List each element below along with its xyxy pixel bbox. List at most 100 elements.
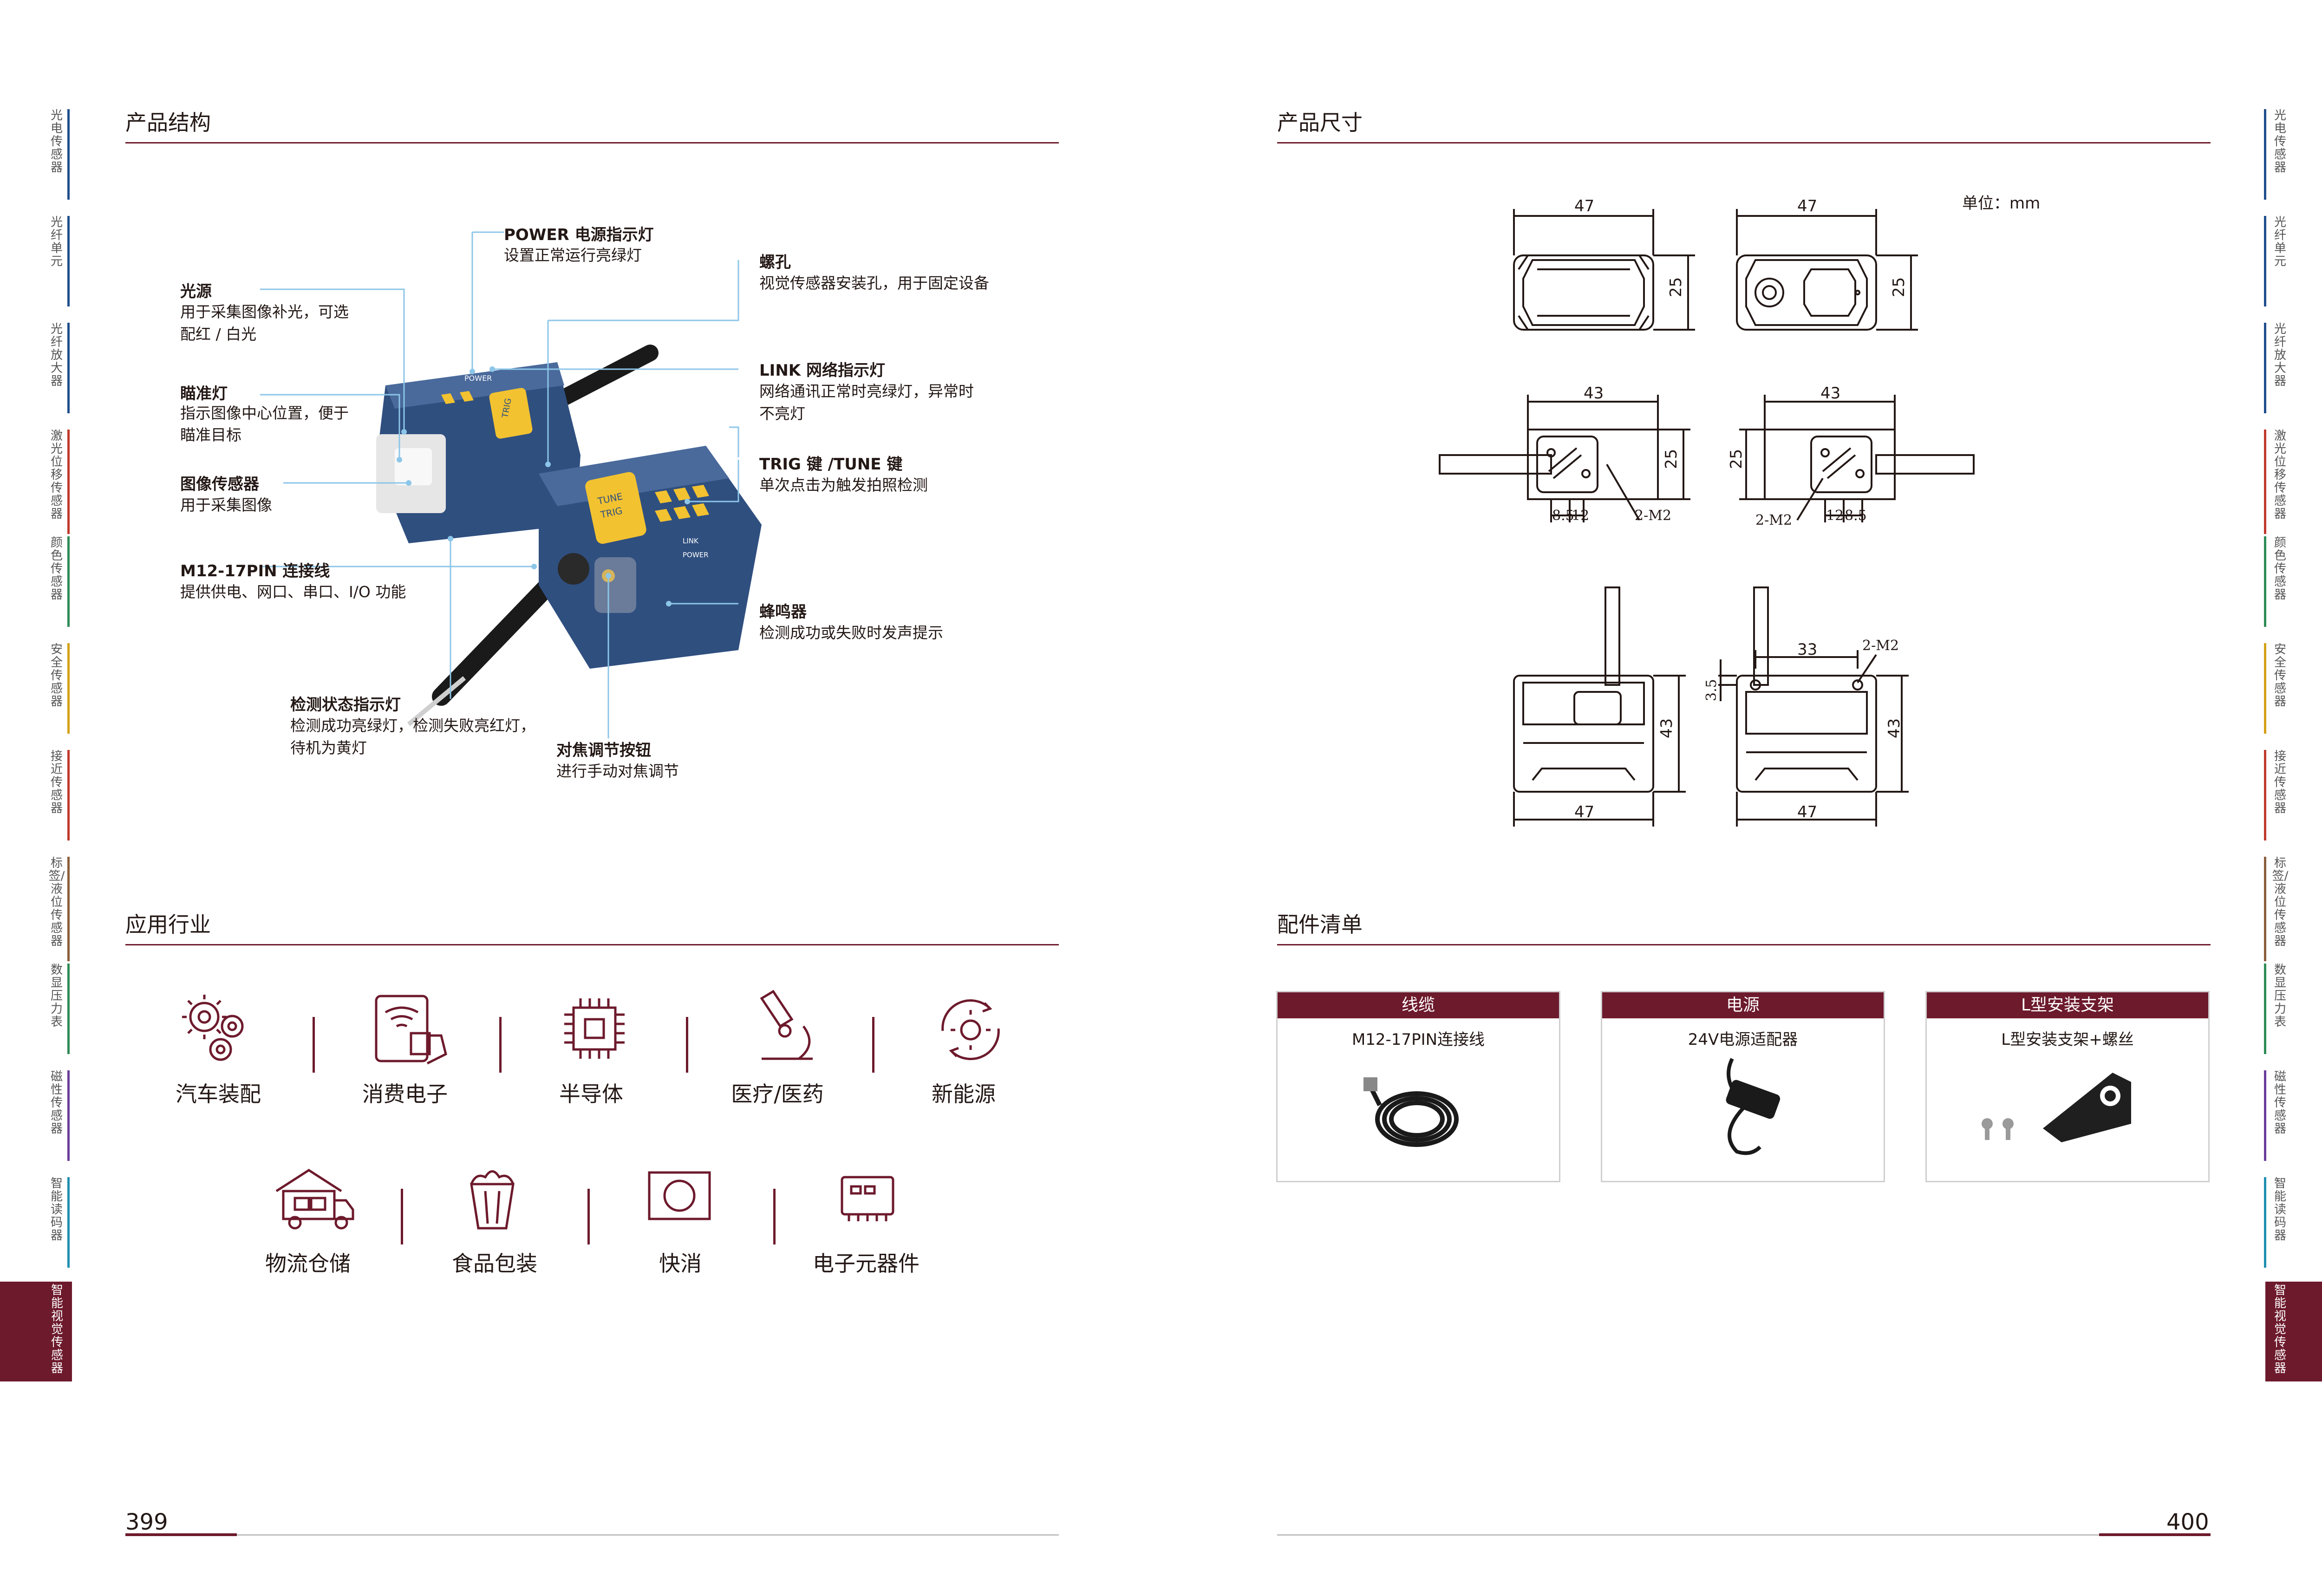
microscope-icon <box>760 990 813 1060</box>
structure-rule <box>125 142 1059 143</box>
label-power-desc: 设置正常运行亮绿灯 <box>504 246 642 264</box>
label-trig-title: TRIG 键 /TUNE 键 <box>759 455 903 474</box>
side-tab-label: 智能读码器 <box>50 1177 63 1243</box>
side-tab-bar <box>67 1177 70 1268</box>
side-tab[interactable]: 智能视觉传感器 <box>0 1282 72 1381</box>
page-number-right: 400 <box>2166 1509 2209 1535</box>
accessory-name: M12-17PIN连接线 <box>1351 1030 1485 1049</box>
side-tab[interactable]: 数显压力表 <box>2272 964 2289 1054</box>
industry-title: 应用行业 <box>125 912 211 937</box>
side-tab-label: 光电传感器 <box>2274 109 2286 175</box>
label-power-title: POWER 电源指示灯 <box>504 226 654 244</box>
footer-accent-left <box>125 1533 237 1536</box>
side-tab[interactable]: 接近传感器 <box>48 750 65 840</box>
side-tab-bar <box>67 536 70 627</box>
side-tab[interactable]: 安全传感器 <box>48 643 65 734</box>
side-tab[interactable]: 激光位移传感器 <box>48 430 65 534</box>
side-tab[interactable]: 磁性传感器 <box>48 1070 65 1161</box>
footer-rule-left <box>125 1534 1059 1536</box>
accessory-card-cable: 线缆 M12-17PIN连接线 <box>1276 991 1560 1182</box>
label-focus-title: 对焦调节按钮 <box>556 741 651 760</box>
side-tab[interactable]: 颜色传感器 <box>48 536 65 627</box>
footer-accent-right <box>2099 1533 2211 1536</box>
accessory-title: 配件清单 <box>1277 912 1363 937</box>
label-screw-desc: 视觉传感器安装孔，用于固定设备 <box>759 274 989 292</box>
side-tab[interactable]: 光电传感器 <box>48 109 65 200</box>
label-light-title: 光源 <box>180 282 212 301</box>
industry-label: 食品包装 <box>452 1251 537 1276</box>
side-tab-bar <box>2264 750 2266 840</box>
side-tab-label: 安全传感器 <box>2274 643 2286 709</box>
footer-rule-right <box>1277 1534 2211 1536</box>
dim-25-mid-left: 25 <box>1662 449 1681 469</box>
side-tab[interactable]: 接近传感器 <box>2272 750 2289 840</box>
component-icon <box>841 1176 894 1221</box>
front-link-mark: LINK <box>683 537 699 545</box>
dim-43-bottom-left: 43 <box>1657 718 1676 738</box>
side-tab[interactable]: 光电传感器 <box>2272 109 2289 200</box>
label-focus-desc: 进行手动对焦调节 <box>556 762 679 780</box>
side-tab-bar <box>2264 857 2266 961</box>
label-link-desc-2: 不亮灯 <box>759 404 805 423</box>
dim-m2-left: 2-M2 <box>1635 508 1671 524</box>
industry-separator <box>313 1017 315 1073</box>
dim-47-bottom-left: 47 <box>1574 803 1594 821</box>
side-tab-label: 数显压力表 <box>2274 963 2286 1029</box>
industry-separator <box>872 1017 874 1073</box>
side-tab-bar <box>2264 643 2266 734</box>
side-tab[interactable]: 光纤放大器 <box>48 323 65 413</box>
side-tab-bar <box>67 430 70 534</box>
dim-47-top-right: 47 <box>1797 197 1817 215</box>
dim-43-bottom-right: 43 <box>1885 718 1904 738</box>
side-tab-label: 接近传感器 <box>2274 749 2286 815</box>
side-tab-label: 光纤放大器 <box>50 322 63 388</box>
front-device: TUNE TRIG LINK POWER <box>539 446 762 669</box>
side-tab-bar <box>67 109 70 200</box>
side-tab[interactable]: 标签/液位传感器 <box>2272 857 2289 961</box>
side-tab-label: 光电传感器 <box>50 109 63 175</box>
side-tab[interactable]: 智能视觉传感器 <box>2265 1282 2322 1381</box>
side-tab[interactable]: 激光位移传感器 <box>2272 430 2289 534</box>
side-tab-label: 颜色传感器 <box>2274 536 2286 602</box>
label-status-title: 检测状态指示灯 <box>290 696 401 714</box>
side-tab-label: 光纤放大器 <box>2274 322 2286 388</box>
label-sensor-title: 图像传感器 <box>180 475 259 494</box>
side-tab[interactable]: 智能读码器 <box>48 1177 65 1268</box>
industry-separator <box>401 1189 403 1244</box>
side-tab[interactable]: 光纤单元 <box>2272 216 2289 306</box>
side-tab-bar <box>67 216 70 306</box>
label-status-desc-1: 检测成功亮绿灯，检测失败亮红灯， <box>290 717 535 735</box>
side-tab[interactable]: 标签/液位传感器 <box>48 857 65 961</box>
front-power-mark: POWER <box>683 551 709 559</box>
side-tab[interactable]: 颜色传感器 <box>2272 536 2289 627</box>
side-tab-bar <box>67 323 70 413</box>
dim-m2-right: 2-M2 <box>1755 512 1792 528</box>
side-tab-bar <box>2264 323 2266 413</box>
side-tab-bar <box>2264 430 2266 534</box>
leader-dots <box>397 366 690 606</box>
side-tab[interactable]: 光纤放大器 <box>2272 323 2289 413</box>
label-buzzer-desc: 检测成功或失败时发声提示 <box>759 624 943 642</box>
side-tab-label: 激光位移传感器 <box>2274 429 2286 521</box>
dimension-drawings: 47 47 25 25 43 43 25 25 8.5 12 2-M2 12 8… <box>1439 197 1975 827</box>
label-link-title: LINK 网络指示灯 <box>759 361 885 380</box>
dim-25-mid-right: 25 <box>1727 449 1746 469</box>
side-tab[interactable]: 智能读码器 <box>2272 1177 2289 1268</box>
industry-label: 物流仓储 <box>265 1251 351 1276</box>
side-tab[interactable]: 数显压力表 <box>48 964 65 1054</box>
side-tab-bar <box>67 964 70 1054</box>
dim-43-mid-left: 43 <box>1584 384 1604 403</box>
fmcg-icon <box>648 1171 711 1220</box>
side-tab-bar <box>2264 536 2266 627</box>
accessory-header: 电源 <box>1602 992 1884 1018</box>
industry-separator <box>686 1017 688 1073</box>
side-tab[interactable]: 安全传感器 <box>2272 643 2289 734</box>
side-tab-bar <box>2264 109 2266 200</box>
label-aim-desc-2: 瞄准目标 <box>180 426 241 444</box>
side-tab-label: 数显压力表 <box>50 963 63 1029</box>
side-tab[interactable]: 光纤单元 <box>48 216 65 306</box>
accessory-name: 24V电源适配器 <box>1688 1030 1798 1049</box>
dim-25-top-right: 25 <box>1890 277 1908 297</box>
side-tab[interactable]: 磁性传感器 <box>2272 1070 2289 1161</box>
warehouse-truck-icon <box>275 1169 354 1230</box>
